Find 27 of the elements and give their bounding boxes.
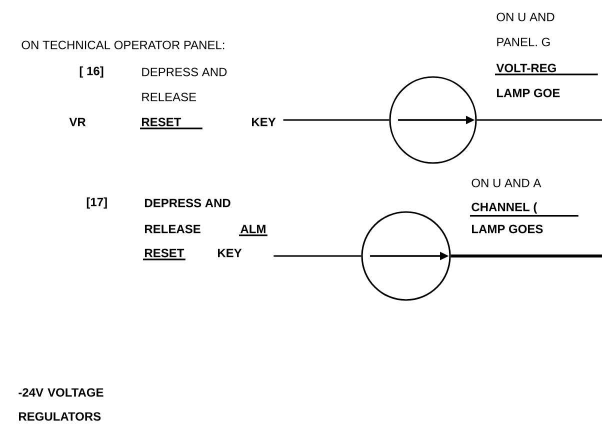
connector-line [283,119,390,121]
step-text: KEY [218,248,242,258]
step-text: DEPRESS AND [145,198,230,208]
meter-symbol [389,76,477,164]
note-text: -24V VOLTAGE REGULATORS [18,388,104,421]
step-text: LAMP GOE [497,88,560,98]
step-text: VR [69,118,86,126]
step-text: [17] [86,197,107,209]
meter-symbol [361,211,451,301]
underlined-text: RESET [143,248,186,260]
step-text: KEY [252,118,276,126]
node-text: [ 16] DEPRESS AND RELEASE VR RESET KEY [69,66,276,126]
underlined-text: ALM [239,224,268,236]
step-text: RELEASE [142,92,196,102]
step-text: DEPRESS AND [142,68,227,76]
connector-line [450,254,602,258]
step-text: ON U AND A [472,178,542,188]
heading: ON TECHNICAL OPERATOR PANEL: [22,40,224,50]
step-text: RELEASE [145,224,200,234]
underlined-text: RESET [140,118,202,130]
step-text: LAMP GOES [472,224,543,234]
connector-line [476,119,602,121]
connector-line [274,255,362,257]
step-text: ON U AND [496,12,554,22]
step-text: [ 16] [80,66,104,78]
node-text: [17] DEPRESS AND RELEASE ALM RESET KEY [86,197,266,258]
step-text: PANEL. G [497,38,550,46]
